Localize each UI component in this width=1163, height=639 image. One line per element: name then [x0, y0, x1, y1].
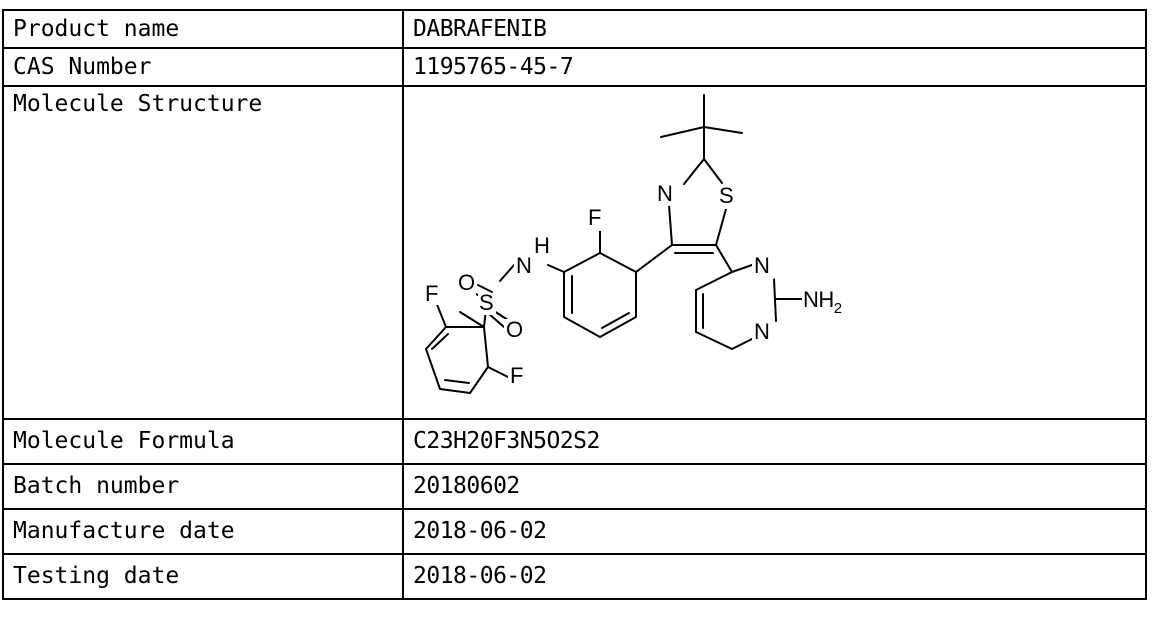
amine-subscript: 2 — [834, 300, 842, 317]
atom-thiazole-n: N — [657, 181, 672, 206]
testing-date-label: Testing date — [2, 553, 404, 600]
cas-number-value: 1195765-45-7 — [402, 47, 1147, 87]
product-name-label: Product name — [2, 9, 404, 49]
product-spec-table: Product name DABRAFENIB CAS Number 11957… — [2, 9, 1147, 600]
atom-thiazole-s: S — [719, 183, 733, 208]
molecule-structure-cell: F H N O S O F F — [402, 85, 1147, 420]
batch-number-value: 20180602 — [402, 463, 1147, 510]
table-row-product-name: Product name DABRAFENIB — [2, 9, 1147, 49]
atom-pyrimidine-n-bottom: N — [754, 319, 769, 344]
molecule-structure-diagram: F H N O S O F F — [423, 94, 850, 394]
atom-fluorine-top: F — [588, 205, 601, 230]
batch-number-label: Batch number — [2, 463, 404, 510]
molecule-formula-value: C23H20F3N5O2S2 — [402, 418, 1147, 465]
atom-sulfonamide-n: N — [516, 253, 531, 278]
cas-number-label: CAS Number — [2, 47, 404, 87]
atom-sulfur-sulfonyl: S — [479, 290, 493, 315]
table-row-testing-date: Testing date 2018-06-02 — [2, 553, 1147, 600]
table-row-manufacture-date: Manufacture date 2018-06-02 — [2, 508, 1147, 555]
atom-sulfonamide-h: H — [534, 233, 549, 258]
atom-labels: F H N O S O F F — [423, 181, 850, 388]
table-row-batch-number: Batch number 20180602 — [2, 463, 1147, 510]
atom-amine: NH2 — [803, 287, 842, 317]
manufacture-date-value: 2018-06-02 — [402, 508, 1147, 555]
atom-pyrimidine-n-top: N — [754, 253, 769, 278]
molecule-formula-label: Molecule Formula — [2, 418, 404, 465]
table-row-molecule-structure: Molecule Structure — [2, 85, 1147, 420]
atom-oxygen-bottom: O — [506, 317, 523, 342]
atom-fluorine-bottom: F — [510, 363, 523, 388]
atom-oxygen-top: O — [458, 270, 475, 295]
table-row-cas-number: CAS Number 1195765-45-7 — [2, 47, 1147, 87]
manufacture-date-label: Manufacture date — [2, 508, 404, 555]
molecule-structure-label: Molecule Structure — [2, 85, 404, 420]
table-row-molecule-formula: Molecule Formula C23H20F3N5O2S2 — [2, 418, 1147, 465]
bond-lines — [425, 94, 803, 394]
atom-fluorine-left: F — [425, 281, 438, 306]
testing-date-value: 2018-06-02 — [402, 553, 1147, 600]
amine-label: NH — [803, 287, 834, 312]
product-name-value: DABRAFENIB — [402, 9, 1147, 49]
